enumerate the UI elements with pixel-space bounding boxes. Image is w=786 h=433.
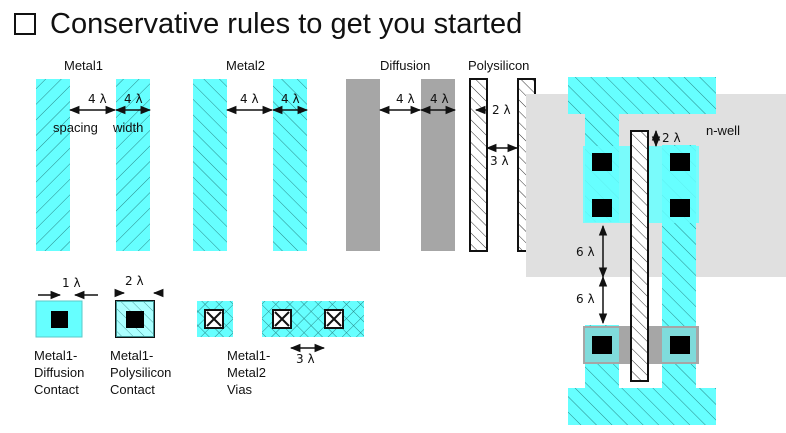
diffusion-spacing-dim: 4 λ: [396, 92, 415, 106]
diff-contact-label-3: Contact: [34, 382, 79, 397]
via-cross-icon: [274, 311, 290, 327]
diff-contact-label-1: Metal1-: [34, 348, 77, 363]
checkbox-bullet-icon: [14, 13, 36, 35]
label-spacing: spacing: [53, 120, 98, 135]
contact-cut: [670, 199, 690, 217]
poly-width-dim: 2 λ: [492, 103, 511, 117]
top-metal-rail: [568, 77, 716, 114]
label-polysilicon: Polysilicon: [468, 58, 529, 73]
poly-spacing-dim: 3 λ: [490, 154, 509, 168]
via-cross-icon: [206, 311, 222, 327]
poly-contact-label-1: Metal1-: [110, 348, 153, 363]
contact-cut: [670, 153, 690, 171]
poly-contact-dim: 2 λ: [125, 274, 144, 288]
well-spacing-dim-2: 6 λ: [576, 292, 595, 306]
label-metal2: Metal2: [226, 58, 265, 73]
via-cross-icon: [326, 311, 342, 327]
metal1-wire-left: [36, 79, 70, 251]
label-metal1: Metal1: [64, 58, 103, 73]
gate-overlap-dim: 2 λ: [662, 131, 681, 145]
metal1-diffusion-contact: [35, 300, 83, 338]
poly-contact-label-2: Polysilicon: [110, 365, 171, 380]
metal2-width-dim: 4 λ: [281, 92, 300, 106]
diffusion-width-dim: 4 λ: [430, 92, 449, 106]
poly-gate: [630, 130, 649, 382]
contact-cut: [592, 153, 612, 171]
diff-contact-label-2: Diffusion: [34, 365, 84, 380]
poly-contact-label-3: Contact: [110, 382, 155, 397]
metal2-wire-left: [193, 79, 227, 251]
poly-contact-cut: [126, 311, 144, 328]
n-well-label: n-well: [706, 123, 740, 138]
well-spacing-dim-1: 6 λ: [576, 245, 595, 259]
slide-title-text: Conservative rules to get you started: [50, 7, 523, 40]
contact-cut: [592, 199, 612, 217]
metal1-width-dim: 4 λ: [124, 92, 143, 106]
label-diffusion: Diffusion: [380, 58, 430, 73]
slide-title: Conservative rules to get you started: [14, 4, 522, 44]
diff-contact-cut: [51, 311, 68, 328]
contact-surround-dim: 1 λ: [62, 276, 81, 290]
vias-label-3: Vias: [227, 382, 253, 397]
diffusion-region-left: [346, 79, 380, 251]
contact-cut: [592, 336, 612, 354]
label-width: width: [112, 120, 143, 135]
metal1-spacing-dim: 4 λ: [88, 92, 107, 106]
via-spacing-dim: 3 λ: [296, 352, 315, 366]
metal2-spacing-dim: 4 λ: [240, 92, 259, 106]
vias-label-1: Metal1-: [227, 348, 270, 363]
contact-cut: [670, 336, 690, 354]
poly-wire-left: [469, 78, 488, 252]
bottom-metal-rail: [568, 388, 716, 425]
vias-label-2: Metal2: [227, 365, 266, 380]
